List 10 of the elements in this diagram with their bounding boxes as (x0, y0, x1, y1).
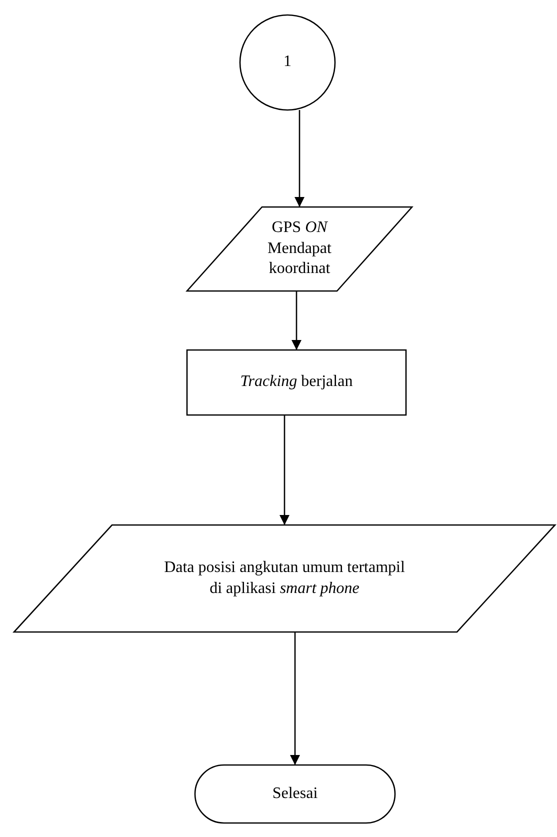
arrow (280, 415, 290, 525)
node-label: 1 (284, 52, 292, 72)
node-label: Tracking berjalan (240, 372, 353, 392)
arrow (292, 291, 302, 350)
arrow (294, 110, 304, 207)
node-label: Data posisi angkutan umum tertampil di aplikasi smart phone (164, 558, 405, 598)
node-label: Selesai (272, 784, 318, 804)
node-label: Mendapat koordinat (266, 238, 332, 280)
node-label: GPS ON (272, 218, 328, 238)
arrow (290, 632, 300, 765)
